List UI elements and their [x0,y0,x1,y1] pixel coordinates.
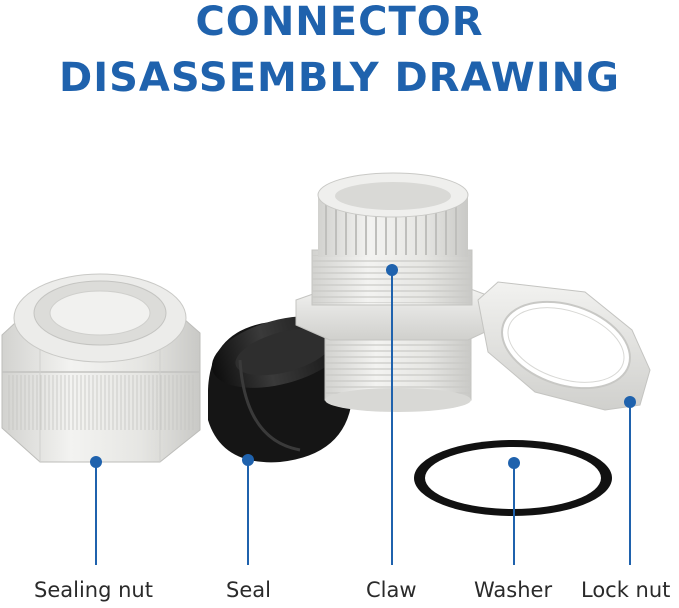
diagram-title-line-1: CONNECTOR [195,0,484,45]
callout-seal [242,454,254,565]
callout-claw [386,264,398,565]
label-claw: Claw [366,578,417,602]
claw-part [295,172,501,412]
label-lock-nut: Lock nut [581,578,671,602]
seal-part [208,316,352,463]
callout-washer [508,457,520,565]
sealing-nut-part [1,273,201,463]
label-sealing-nut: Sealing nut [34,578,153,602]
label-washer: Washer [474,578,553,602]
lock-nut-part [477,281,651,411]
callout-lock-nut [624,396,636,565]
diagram-title-line-2: DISASSEMBLY DRAWING [59,55,620,101]
label-seal: Seal [226,578,271,602]
callout-sealing-nut [90,456,102,565]
